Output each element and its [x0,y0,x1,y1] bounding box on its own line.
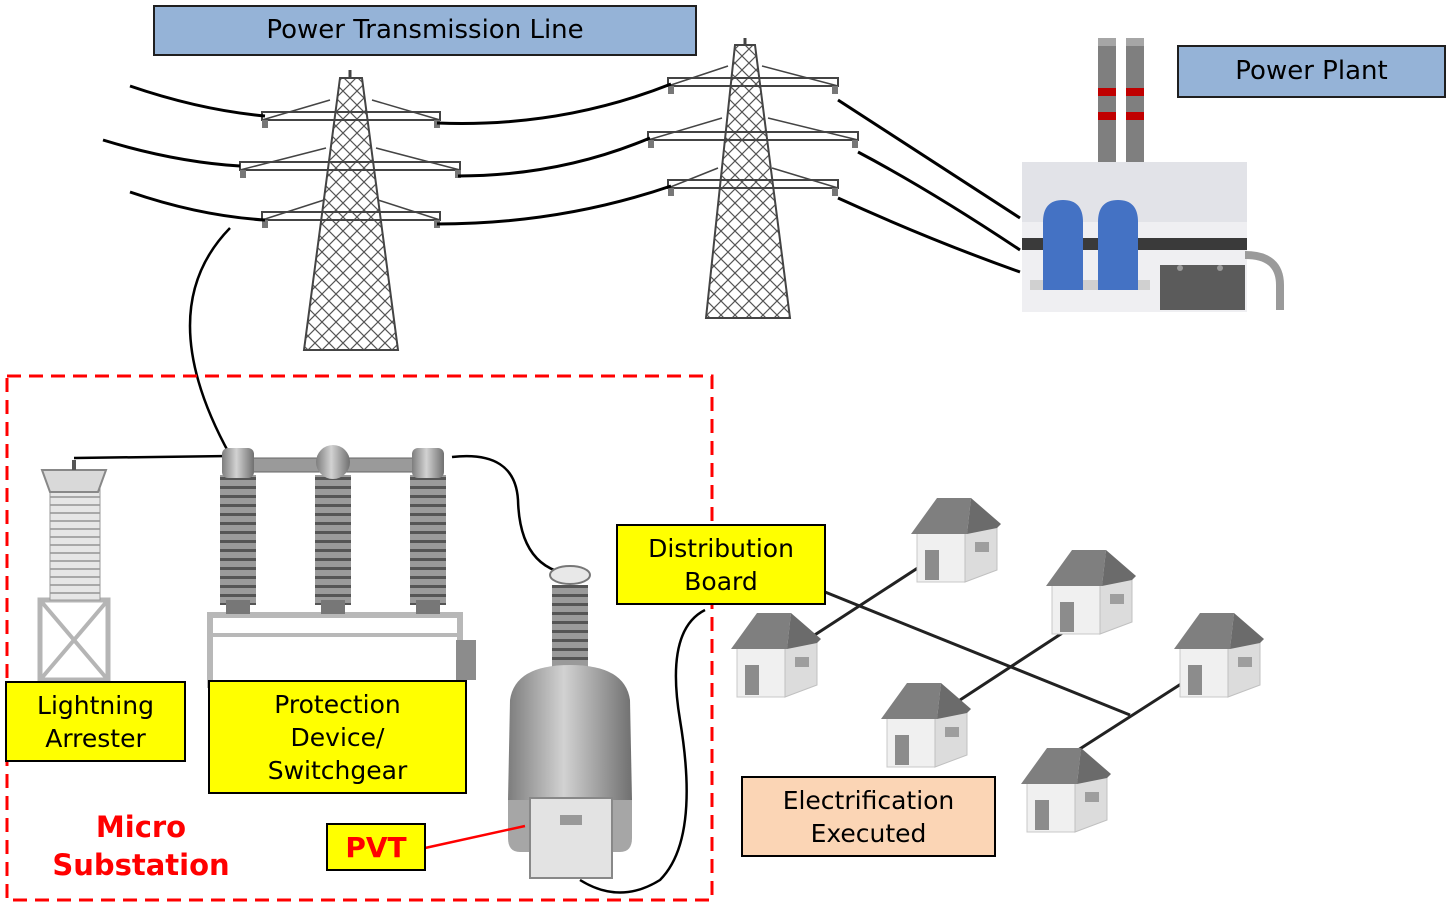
micro-substation-label: Micro Substation [52,810,230,882]
distribution-network-lines [809,558,1196,754]
electrification-executed-label: Electrification Executed [741,776,996,857]
distribution-board-label: Distribution Board [616,524,826,605]
transformer-icon [508,565,632,879]
power-plant-icon [1022,38,1284,312]
power-plant-label: Power Plant [1177,45,1446,98]
house-icon [731,613,821,698]
transmission-tower-icon [239,70,461,351]
house-icon [1021,748,1111,833]
lightning-arrester-label: Lightning Arrester [5,681,186,762]
protection-device-label: Protection Device/ Switchgear [208,680,467,794]
house-icon [911,498,1001,583]
house-icon [1174,613,1264,698]
transmission-tower-icon [647,38,859,319]
lightning-arrester-icon [37,460,111,683]
house-icon [881,683,971,768]
pvt-pointer-line [424,824,526,850]
pvt-label: PVT [326,823,426,871]
power-lines [102,82,1021,894]
houses [731,498,1264,833]
micro-substation-boundary [5,374,714,902]
house-icon [1046,550,1136,635]
transmission-line-label: Power Transmission Line [153,5,697,56]
switchgear-icon [207,445,476,688]
busbar-wire [73,454,231,460]
